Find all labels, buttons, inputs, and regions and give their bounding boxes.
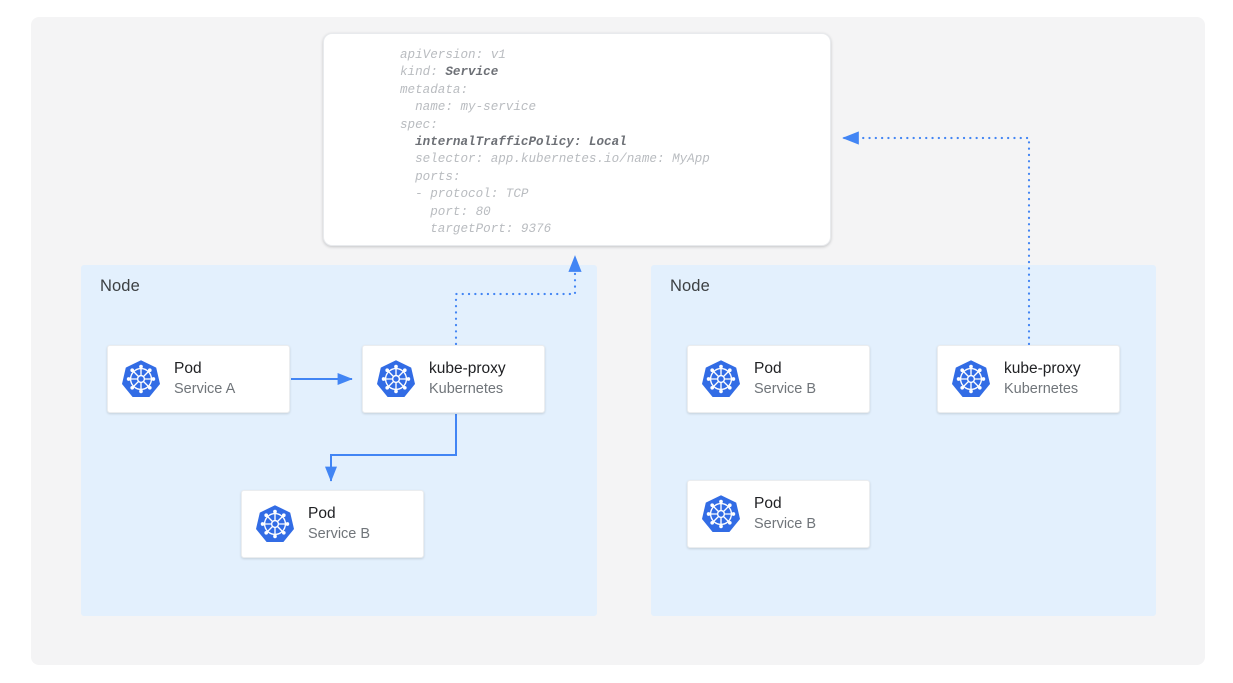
node-panel-right: Node bbox=[651, 265, 1156, 616]
card-subtitle: Service A bbox=[174, 381, 236, 398]
yaml-line-protocol: - protocol: TCP bbox=[400, 187, 529, 202]
card-pod-service-b-right-top[interactable]: Pod Service B bbox=[687, 345, 870, 413]
card-title: Pod bbox=[754, 494, 782, 512]
card-subtitle: Service B bbox=[754, 516, 817, 533]
card-subtitle: Service B bbox=[754, 381, 817, 398]
card-pod-service-a[interactable]: Pod Service A bbox=[107, 345, 290, 413]
node-label-left: Node bbox=[100, 277, 140, 295]
yaml-line-kind: kind: bbox=[400, 65, 446, 80]
yaml-line-port: port: 80 bbox=[400, 204, 491, 219]
yaml-kind-value: Service bbox=[445, 65, 499, 80]
card-text: kube-proxy Kubernetes bbox=[1004, 360, 1081, 398]
yaml-line-metadata: metadata: bbox=[400, 82, 469, 97]
card-kube-proxy-left[interactable]: kube-proxy Kubernetes bbox=[362, 345, 545, 413]
yaml-line-selector: selector: app.kubernetes.io/name: MyApp bbox=[400, 152, 710, 167]
card-subtitle: Service B bbox=[308, 526, 371, 543]
card-text: Pod Service B bbox=[754, 360, 816, 398]
kubernetes-icon bbox=[952, 360, 990, 397]
kubernetes-icon bbox=[122, 360, 160, 397]
card-title: kube-proxy bbox=[1004, 359, 1081, 377]
yaml-line-name: name: my-service bbox=[400, 100, 537, 115]
card-text: Pod Service A bbox=[174, 360, 235, 398]
card-title: kube-proxy bbox=[429, 359, 506, 377]
card-subtitle: Kubernetes bbox=[429, 381, 504, 398]
kubernetes-icon bbox=[377, 360, 415, 397]
card-text: Pod Service B bbox=[754, 495, 816, 533]
node-panel-left: Node bbox=[81, 265, 597, 616]
card-subtitle: Kubernetes bbox=[1004, 381, 1079, 398]
card-text: kube-proxy Kubernetes bbox=[429, 360, 506, 398]
card-pod-service-b-left[interactable]: Pod Service B bbox=[241, 490, 424, 558]
service-manifest-card: apiVersion: v1 kind: Service metadata: n… bbox=[323, 33, 831, 246]
kubernetes-icon bbox=[702, 360, 740, 397]
service-manifest-yaml: apiVersion: v1 kind: Service metadata: n… bbox=[400, 47, 710, 238]
card-title: Pod bbox=[308, 504, 336, 522]
node-label-right: Node bbox=[670, 277, 710, 295]
card-pod-service-b-right-bottom[interactable]: Pod Service B bbox=[687, 480, 870, 548]
kubernetes-icon bbox=[702, 495, 740, 532]
kubernetes-icon bbox=[256, 505, 294, 542]
yaml-line-targetport: targetPort: 9376 bbox=[400, 222, 552, 237]
card-text: Pod Service B bbox=[308, 505, 370, 543]
yaml-line-ports: ports: bbox=[400, 169, 461, 184]
card-title: Pod bbox=[754, 359, 782, 377]
card-kube-proxy-right[interactable]: kube-proxy Kubernetes bbox=[937, 345, 1120, 413]
yaml-line-apiversion: apiVersion: v1 bbox=[400, 48, 506, 62]
yaml-line-internaltrafficpolicy: internalTrafficPolicy: Local bbox=[400, 135, 627, 150]
yaml-line-spec: spec: bbox=[400, 117, 438, 132]
card-title: Pod bbox=[174, 359, 202, 377]
